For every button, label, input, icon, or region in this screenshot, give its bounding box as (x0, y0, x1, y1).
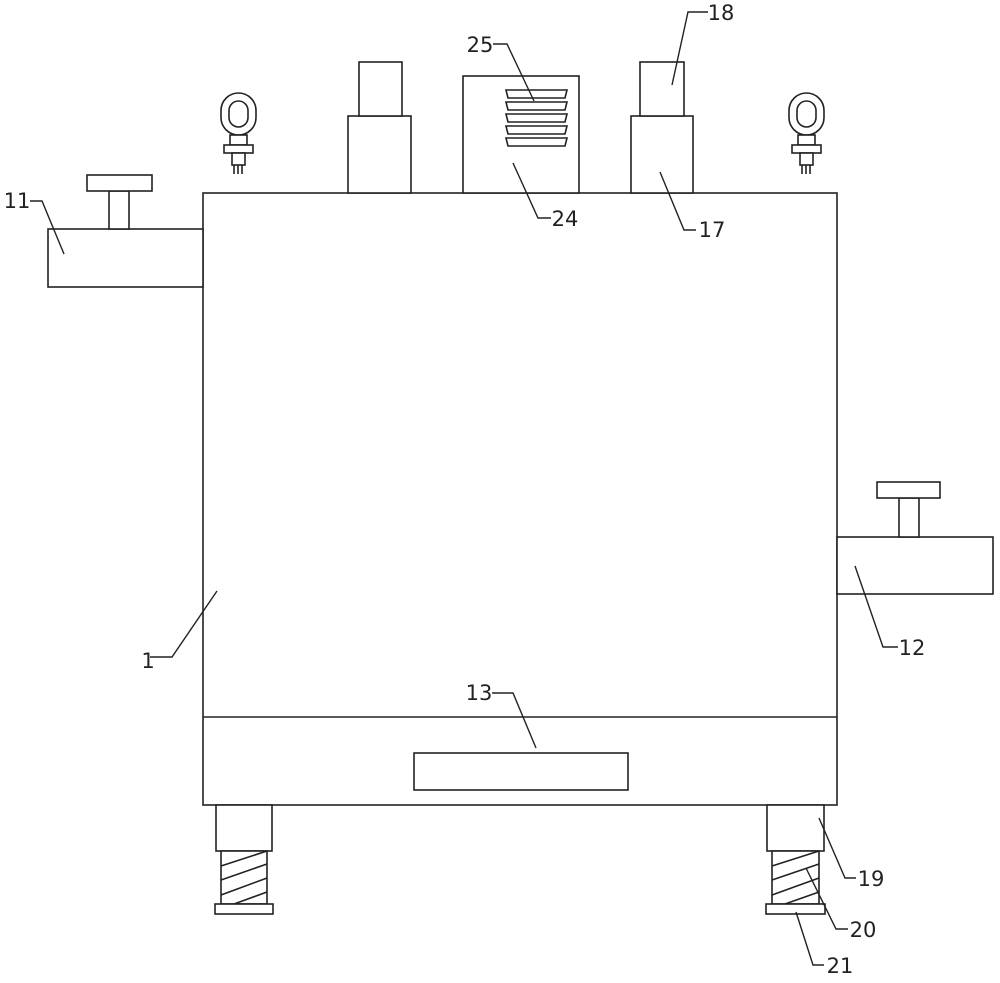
label-12: 12 (899, 636, 926, 660)
label-19: 19 (858, 867, 885, 891)
right-outlet-pipe (836, 481, 994, 595)
right-top-column (630, 61, 694, 194)
label-1: 1 (141, 649, 154, 673)
right-support-leg (765, 804, 826, 915)
label-20: 20 (850, 918, 877, 942)
vent-louvers (504, 89, 569, 147)
label-24: 24 (552, 207, 579, 231)
label-17: 17 (699, 218, 726, 242)
label-25: 25 (467, 33, 494, 57)
right-lifting-eye-icon (788, 92, 825, 174)
label-21: 21 (827, 954, 854, 978)
left-inlet-pipe (47, 174, 204, 288)
left-top-column (347, 61, 412, 194)
left-lifting-eye-icon (220, 92, 257, 174)
label-13: 13 (466, 681, 493, 705)
label-18: 18 (708, 1, 735, 25)
main-body (202, 192, 838, 806)
label-11: 11 (4, 189, 31, 213)
leader-lines (30, 11, 898, 966)
drawer-panel (413, 752, 629, 791)
left-support-leg (214, 804, 274, 915)
